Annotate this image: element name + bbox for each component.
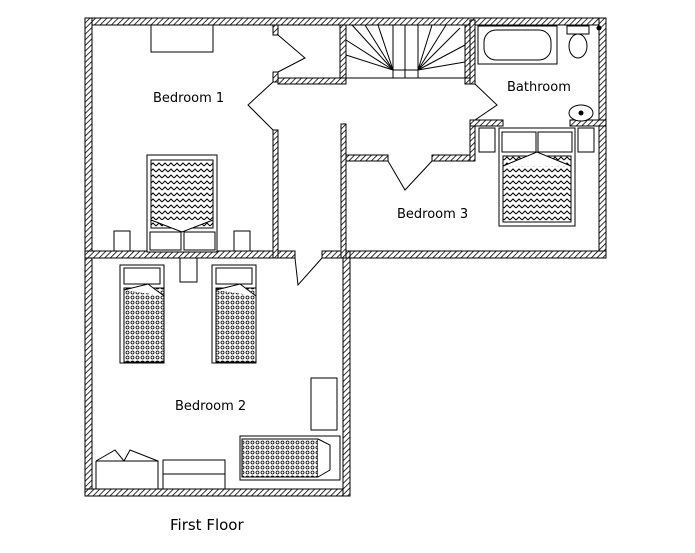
bedroom3-furniture — [478, 127, 595, 227]
room-label-bedroom2: Bedroom 2 — [175, 399, 247, 414]
bedroom1-furniture — [113, 24, 251, 253]
bedroom2-furniture — [95, 257, 341, 490]
doors — [247, 34, 498, 287]
room-label-bedroom3: Bedroom 3 — [397, 207, 469, 222]
bathroom-fixtures — [477, 25, 602, 122]
room-label-bedroom1: Bedroom 1 — [153, 91, 225, 106]
floor-caption: First Floor — [170, 516, 244, 534]
room-label-bathroom: Bathroom — [507, 80, 571, 95]
staircase — [345, 24, 466, 79]
